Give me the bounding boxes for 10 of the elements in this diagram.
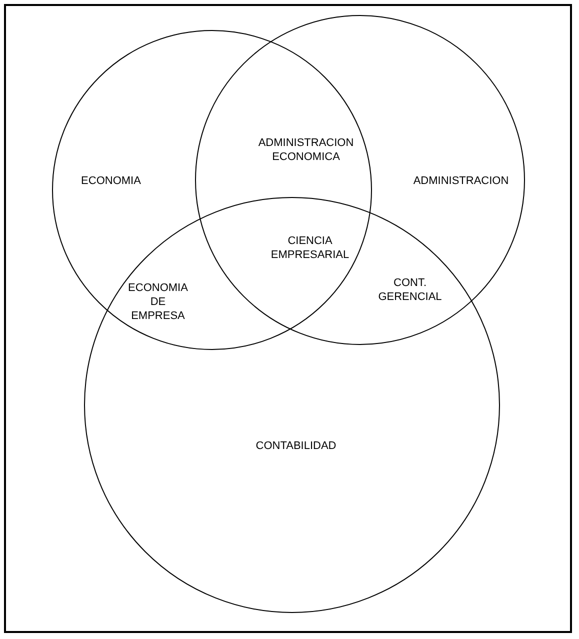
venn-circle	[84, 197, 500, 613]
overlap-label: CIENCIA EMPRESARIAL	[270, 234, 350, 262]
overlap-label: CONT. GERENCIAL	[377, 276, 443, 304]
venn-circle	[195, 15, 525, 345]
overlap-label: ADMINISTRACION ECONOMICA	[257, 136, 355, 164]
circle-label: ECONOMIA	[81, 174, 141, 188]
circle-label: ADMINISTRACION	[413, 174, 509, 188]
venn-circle	[52, 30, 372, 350]
circle-label: CONTABILIDAD	[256, 439, 336, 453]
overlap-label: ECONOMIA DE EMPRESA	[127, 281, 189, 323]
